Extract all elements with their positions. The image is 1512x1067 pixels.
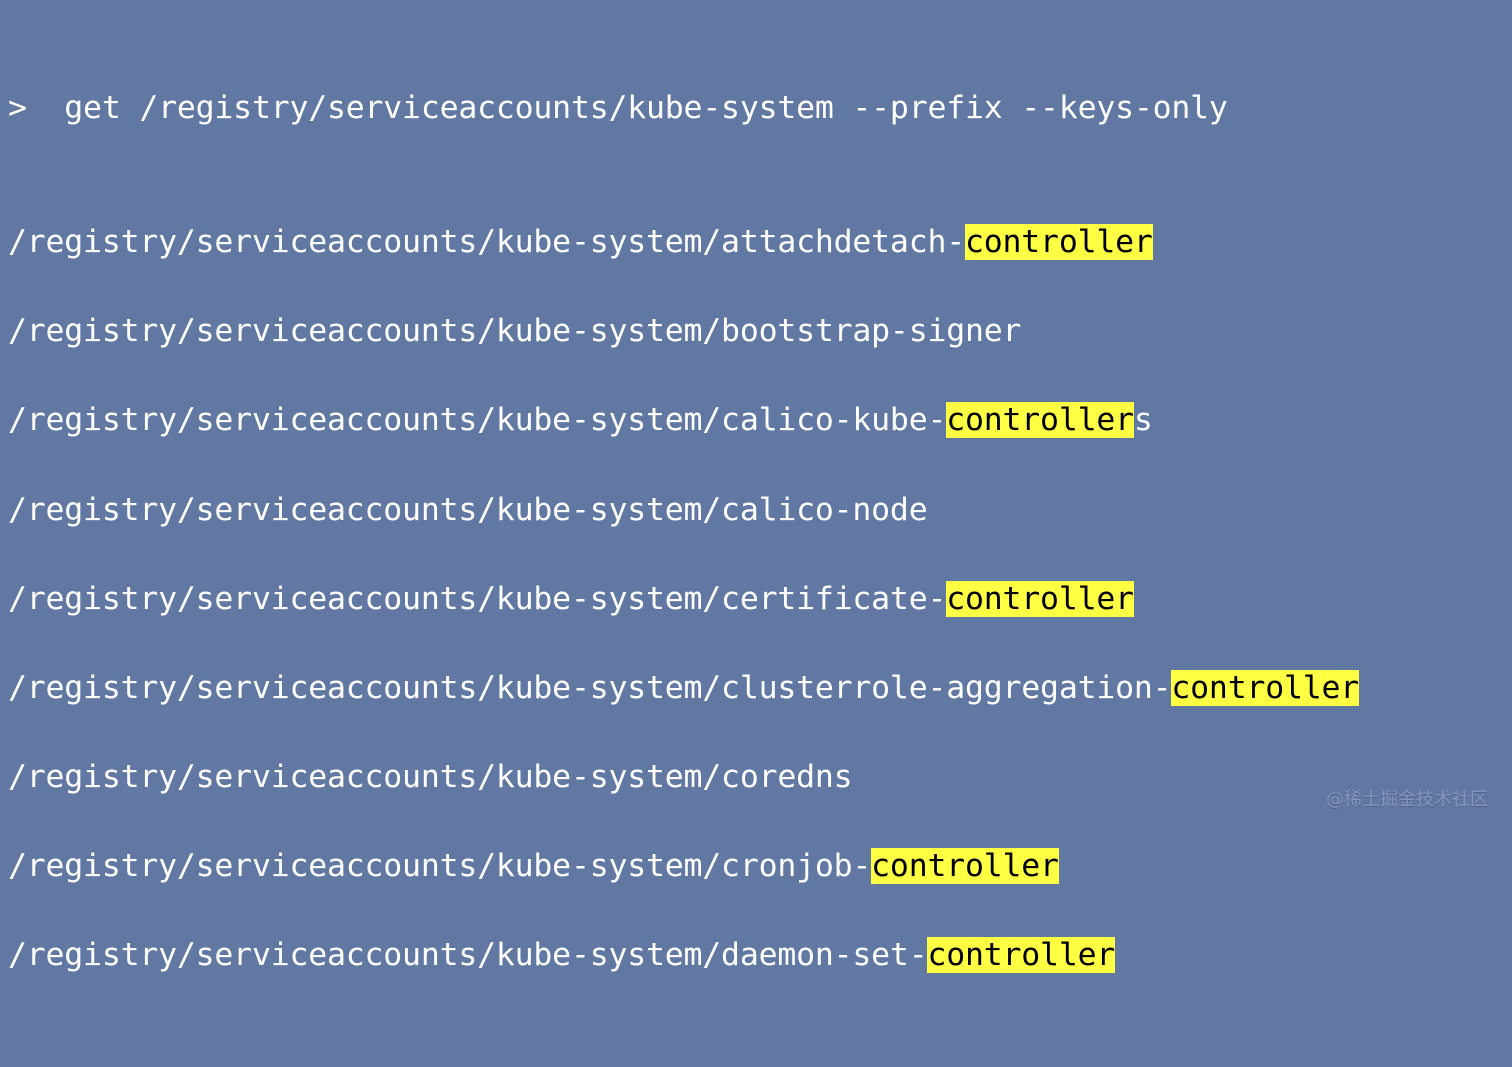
result-key-line: /registry/serviceaccounts/kube-system/bo…	[8, 309, 1359, 354]
blank-line	[8, 978, 1359, 1023]
key-prefix: /registry/serviceaccounts/kube-system/ce…	[8, 580, 947, 617]
key-prefix: /registry/serviceaccounts/kube-system/da…	[8, 937, 928, 974]
blank-line	[8, 354, 1359, 399]
blank-line	[8, 443, 1359, 488]
terminal-output: > get /registry/serviceaccounts/kube-sys…	[8, 0, 1359, 1067]
key-prefix: /registry/serviceaccounts/kube-system/bo…	[8, 313, 1022, 350]
command-text: get /registry/serviceaccounts/kube-syste…	[26, 90, 1228, 127]
key-prefix: /registry/serviceaccounts/kube-system/co…	[8, 759, 853, 796]
result-key-line: /registry/serviceaccounts/kube-system/ca…	[8, 398, 1359, 443]
result-key-line: /registry/serviceaccounts/kube-system/co…	[8, 755, 1359, 800]
results-list: /registry/serviceaccounts/kube-system/at…	[8, 220, 1359, 1023]
blank-line	[8, 711, 1359, 756]
search-highlight: controller	[946, 402, 1134, 439]
search-highlight: controller	[927, 937, 1116, 974]
key-prefix: /registry/serviceaccounts/kube-system/at…	[8, 223, 965, 260]
command-line: > get /registry/serviceaccounts/kube-sys…	[8, 86, 1359, 131]
blank-line	[8, 889, 1359, 934]
blank-line	[8, 800, 1359, 845]
key-prefix: /registry/serviceaccounts/kube-system/cr…	[8, 848, 872, 885]
result-key-line: /registry/serviceaccounts/kube-system/at…	[8, 220, 1359, 265]
prompt-symbol: >	[8, 90, 27, 127]
key-suffix: s	[1133, 402, 1153, 439]
search-highlight: controller	[1171, 669, 1360, 706]
blank-line	[8, 265, 1359, 310]
key-prefix: /registry/serviceaccounts/kube-system/ca…	[8, 491, 928, 528]
search-highlight: controller	[946, 580, 1134, 617]
result-key-line: /registry/serviceaccounts/kube-system/ca…	[8, 488, 1359, 533]
result-key-line: /registry/serviceaccounts/kube-system/ce…	[8, 577, 1359, 622]
blank-line	[8, 532, 1359, 577]
result-key-line: /registry/serviceaccounts/kube-system/cl…	[8, 666, 1359, 711]
result-key-line: /registry/serviceaccounts/kube-system/da…	[8, 933, 1359, 978]
result-key-line: /registry/serviceaccounts/kube-system/cr…	[8, 844, 1359, 889]
search-highlight: controller	[965, 223, 1153, 260]
search-highlight: controller	[871, 848, 1059, 885]
key-prefix: /registry/serviceaccounts/kube-system/cl…	[8, 669, 1172, 706]
key-prefix: /registry/serviceaccounts/kube-system/ca…	[8, 402, 947, 439]
blank-line	[8, 621, 1359, 666]
watermark: @稀土掘金技术社区	[1326, 789, 1488, 810]
